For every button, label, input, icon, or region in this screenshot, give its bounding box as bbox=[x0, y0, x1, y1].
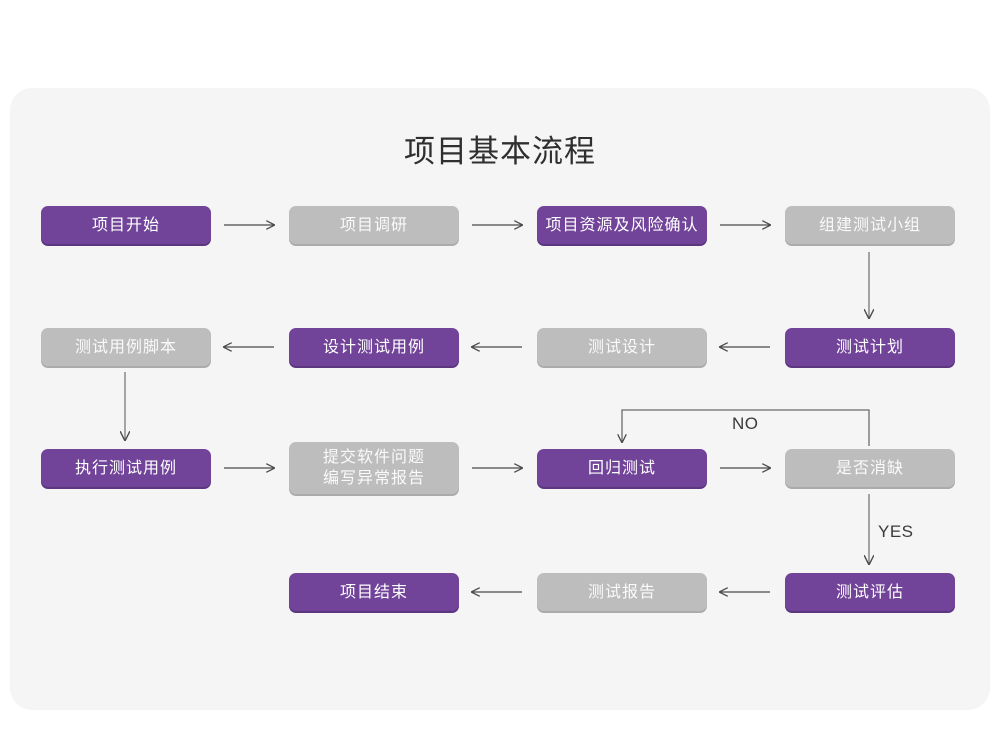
node-submit-issue-report[interactable]: 提交软件问题 编写异常报告 bbox=[289, 442, 459, 494]
edge-label-no: NO bbox=[732, 414, 759, 433]
node-label: 执行测试用例 bbox=[74, 459, 177, 477]
node-label: 测试设计 bbox=[587, 338, 656, 356]
node-design-test-case[interactable]: 设计测试用例 bbox=[289, 328, 459, 366]
node-label: 回归测试 bbox=[587, 459, 656, 477]
node-project-start[interactable]: 项目开始 bbox=[41, 206, 211, 244]
node-defect-resolved-decision[interactable]: 是否消缺 bbox=[785, 449, 955, 487]
node-label: 提交软件问题 编写异常报告 bbox=[322, 449, 425, 487]
node-regression-test[interactable]: 回归测试 bbox=[537, 449, 707, 487]
node-test-evaluation[interactable]: 测试评估 bbox=[785, 573, 955, 611]
node-label: 项目调研 bbox=[339, 216, 408, 234]
node-project-research[interactable]: 项目调研 bbox=[289, 206, 459, 244]
node-label: 项目开始 bbox=[91, 216, 160, 234]
node-execute-test-case[interactable]: 执行测试用例 bbox=[41, 449, 211, 487]
node-build-test-team[interactable]: 组建测试小组 bbox=[785, 206, 955, 244]
node-test-report[interactable]: 测试报告 bbox=[537, 573, 707, 611]
node-label: 是否消缺 bbox=[835, 459, 904, 477]
diagram-card bbox=[10, 88, 990, 710]
edge-label-yes: YES bbox=[878, 522, 914, 541]
node-label: 项目结束 bbox=[339, 583, 408, 601]
node-label: 测试计划 bbox=[835, 338, 904, 356]
node-label: 组建测试小组 bbox=[818, 216, 921, 234]
node-label: 测试报告 bbox=[587, 583, 656, 601]
node-label: 项目资源及风险确认 bbox=[545, 216, 699, 234]
node-label: 设计测试用例 bbox=[322, 338, 425, 356]
node-project-end[interactable]: 项目结束 bbox=[289, 573, 459, 611]
node-label: 测试评估 bbox=[835, 583, 904, 601]
node-test-plan[interactable]: 测试计划 bbox=[785, 328, 955, 366]
node-label: 测试用例脚本 bbox=[74, 338, 177, 356]
node-test-design[interactable]: 测试设计 bbox=[537, 328, 707, 366]
node-resource-risk-confirm[interactable]: 项目资源及风险确认 bbox=[537, 206, 707, 244]
page-title: 项目基本流程 bbox=[404, 134, 596, 169]
node-test-case-script[interactable]: 测试用例脚本 bbox=[41, 328, 211, 366]
